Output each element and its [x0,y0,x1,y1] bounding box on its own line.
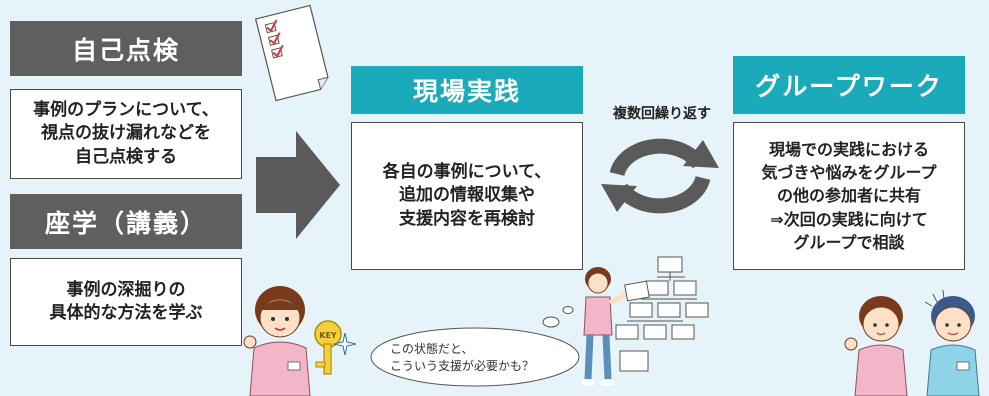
org-chart-icon [582,256,709,386]
lecture-box: 事例の深掘りの 具体的な方法を学ぶ [10,258,242,346]
nurse-illustration [243,286,311,396]
key-tag: KEY [319,331,337,340]
group-work-box: 現場での実践における 気づきや悩みをグループ の他の参加者に共有 ⇒次回の実践に… [733,122,965,270]
self-check-box: 事例のプランについて、 視点の抜け漏れなどを 自己点検する [10,89,242,179]
speech-bubble-text: この状態だと、 こういう支援が必要かも？ [390,342,535,374]
self-check-title: 自己点検 [71,35,180,65]
cycle-arrows-icon [601,138,719,214]
cycle-label: 複数回繰り返す [613,106,711,122]
group-work-body: 現場での実践における 気づきや悩みをグループ の他の参加者に共有 ⇒次回の実践に… [761,140,937,252]
group-work-title: グループワーク [755,72,943,101]
checklist-document-icon [254,4,329,102]
self-check-body: 事例のプランについて、 視点の抜け漏れなどを 自己点検する [33,99,219,167]
right-arrow-icon [256,131,340,239]
nurses-illustration [844,289,980,396]
self-check-header: 自己点検 [10,21,242,76]
lecture-title: 座学（講義） [44,208,207,238]
key-icon: KEY [314,320,342,375]
practice-title: 現場実践 [412,77,521,106]
practice-header: 現場実践 [351,66,583,114]
practice-body: 各自の事例について、 追加の情報収集や 支援内容を再検討 [382,161,552,229]
lecture-header: 座学（講義） [10,194,242,249]
sparkle-icon [333,332,357,356]
lecture-body: 事例の深掘りの 具体的な方法を学ぶ [49,279,203,323]
group-work-header: グループワーク [733,56,965,114]
practice-box: 各自の事例について、 追加の情報収集や 支援内容を再検討 [351,122,583,270]
speech-bubble-shape [370,306,580,387]
